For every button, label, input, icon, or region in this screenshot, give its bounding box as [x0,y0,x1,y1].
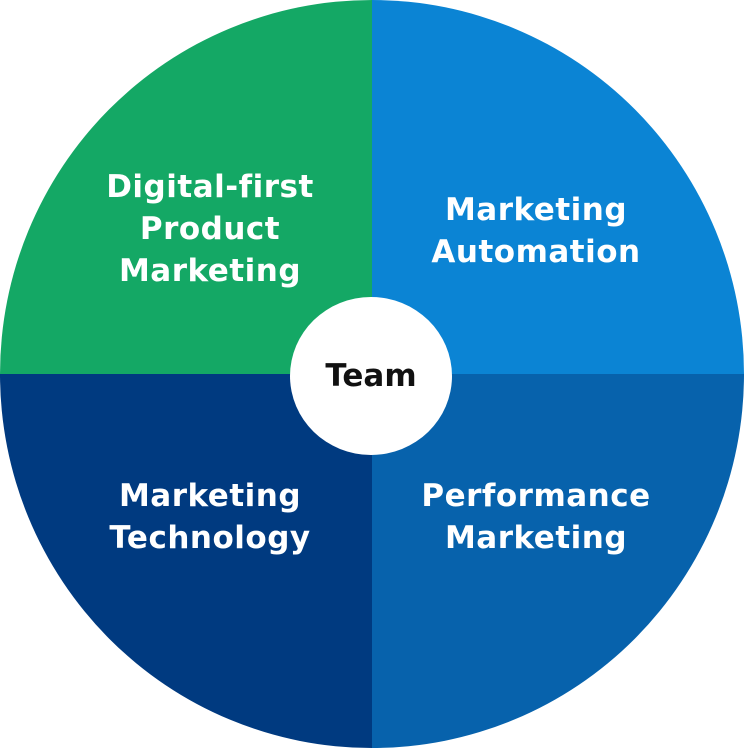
quadrant-top-left-segment [0,0,372,374]
quadrant-bottom-left-label: Marketing Technology [60,475,360,559]
quadrant-label-line: Digital-first [106,169,314,205]
quadrant-label-line: Technology [109,520,311,556]
quadrant-top-right-label: Marketing Automation [386,189,686,273]
quadrant-label-line: Product [139,211,281,247]
quadrant-top-right-segment [372,0,744,374]
quadrant-label-line: Marketing [118,253,302,289]
quadrant-label-line: Marketing [444,192,628,228]
quadrant-bottom-right-segment [372,374,744,748]
center-circle [290,297,452,455]
quadrant-bottom-left-segment [0,374,372,748]
quadrant-label-line: Performance [421,478,651,514]
quadrant-label-line: Automation [431,234,641,270]
quadrant-top-left-label: Digital-first Product Marketing [60,166,360,292]
center-label: Team [325,358,417,394]
quadrant-bottom-right-label: Performance Marketing [386,475,686,559]
quadrant-label-line: Marketing [118,478,302,514]
quadrant-label-line: Marketing [444,520,628,556]
